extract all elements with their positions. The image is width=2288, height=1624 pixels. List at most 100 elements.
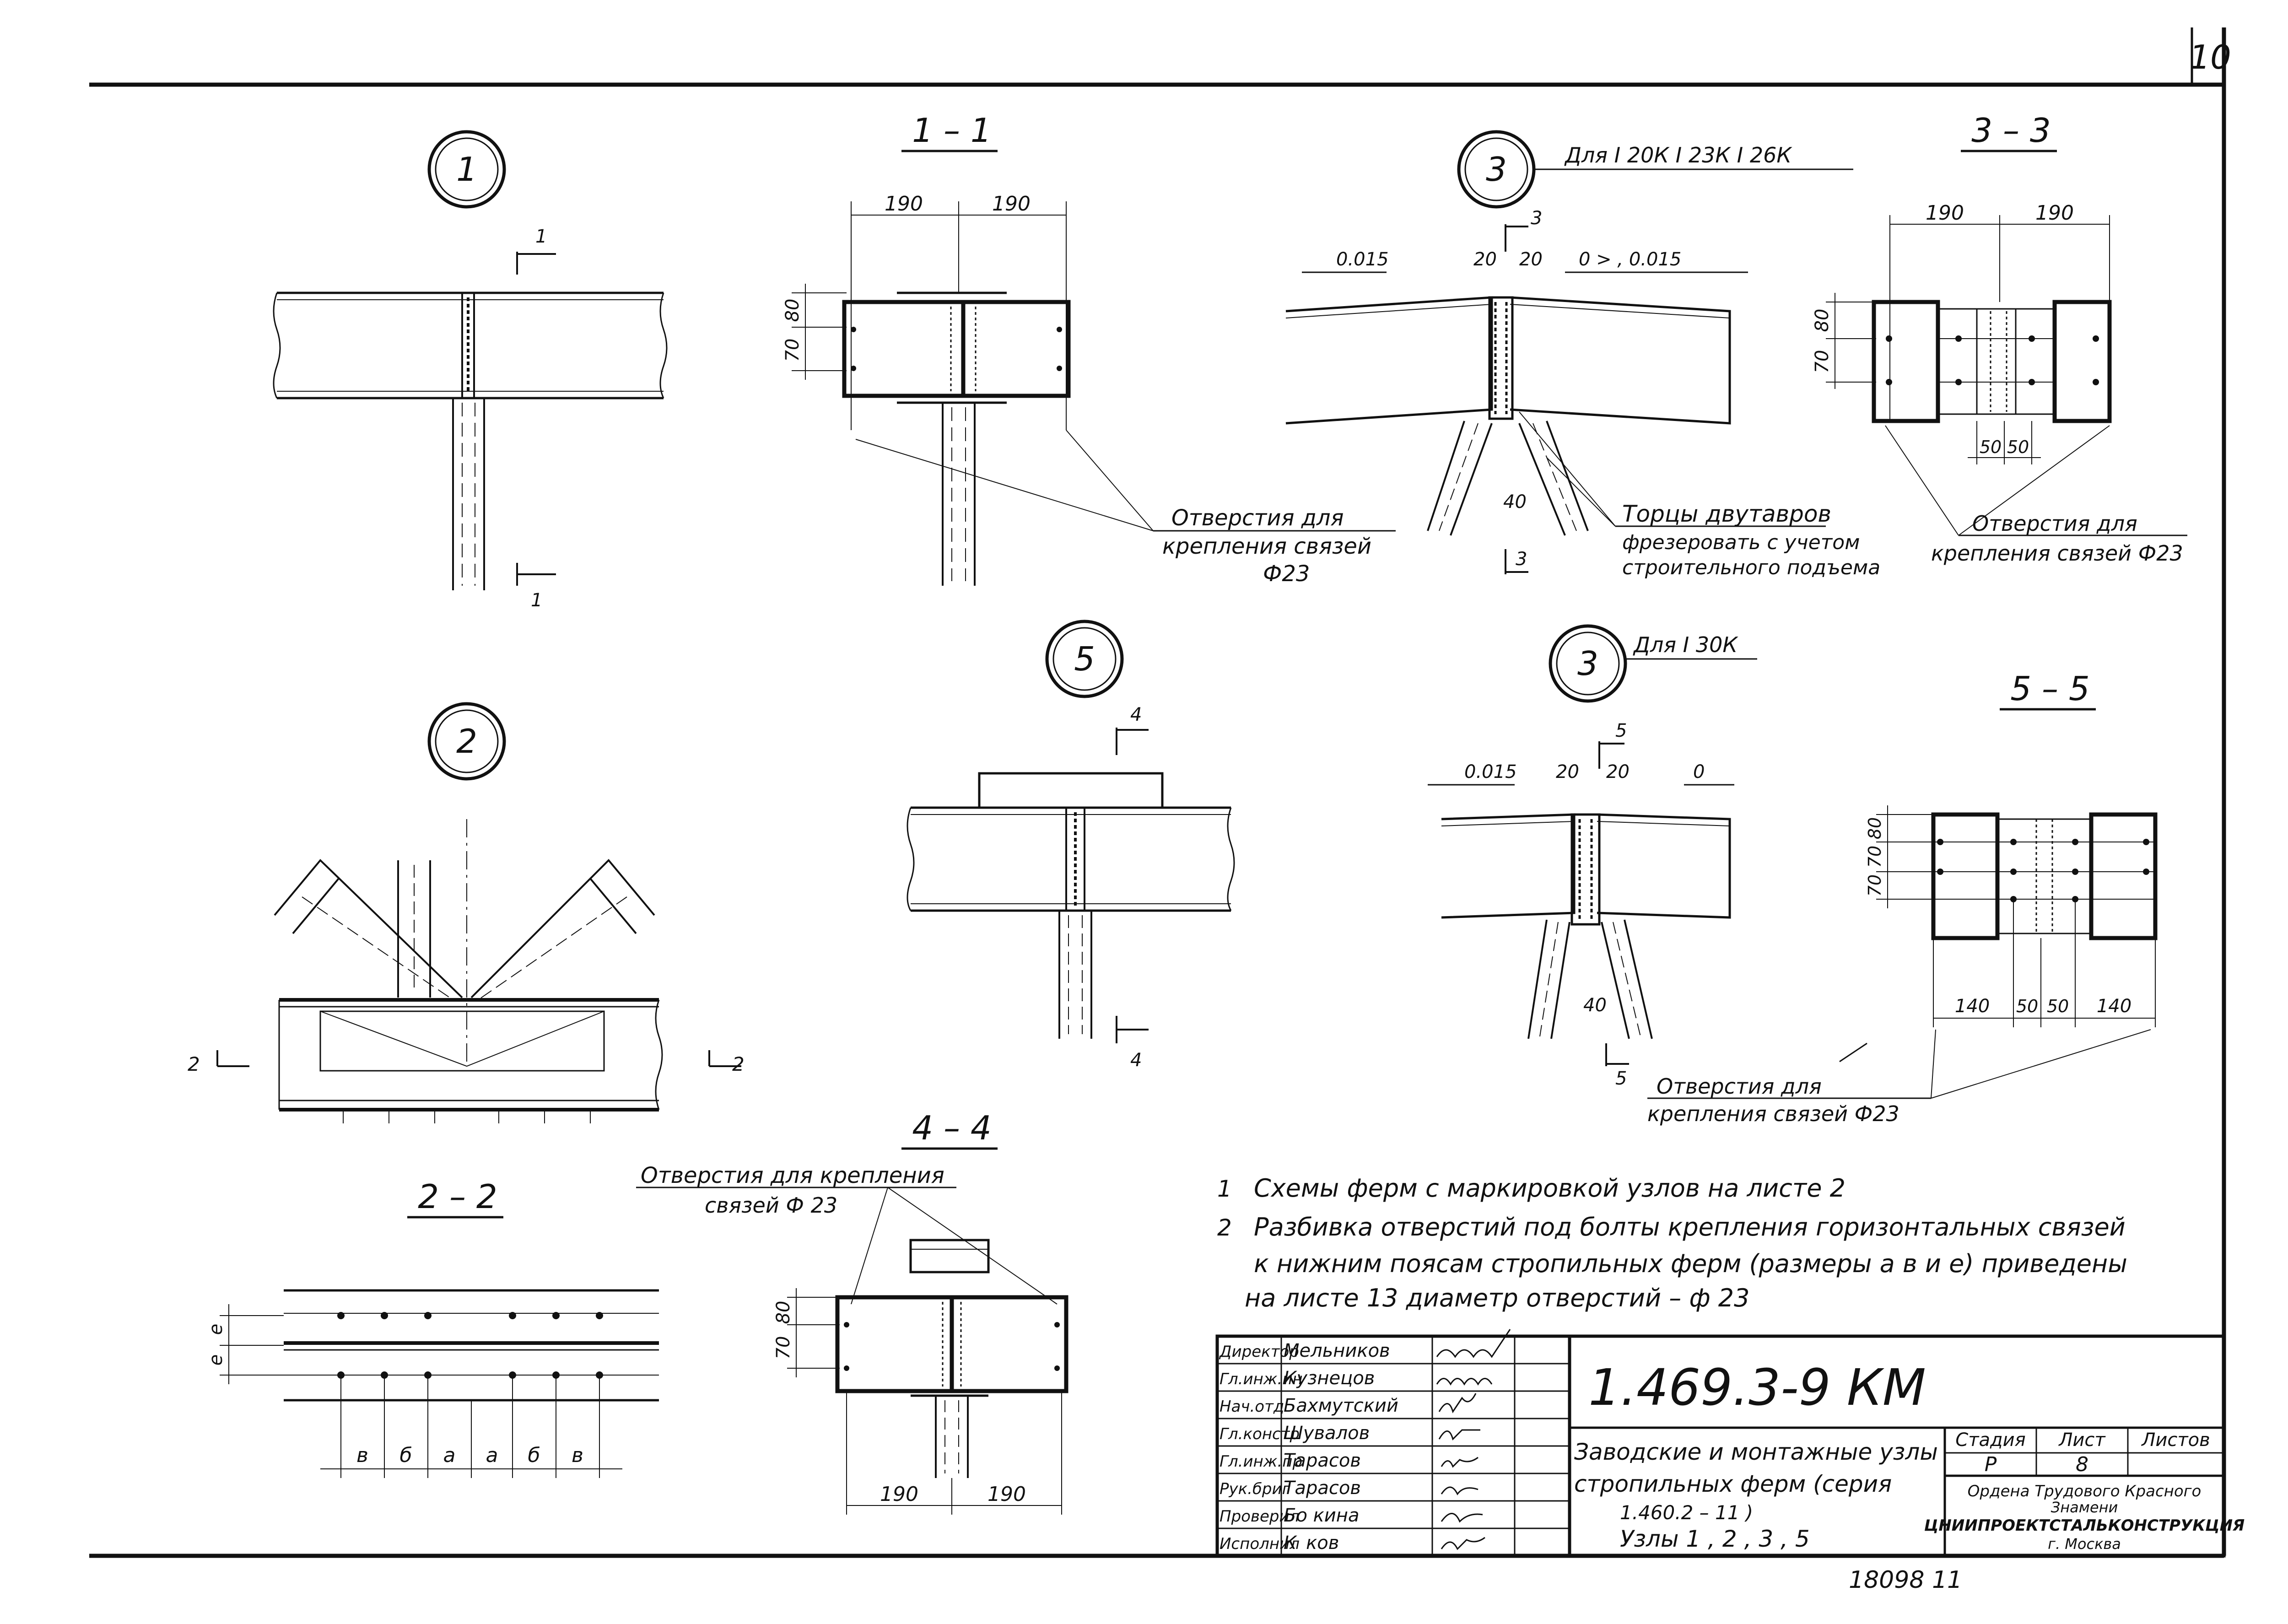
cut-1-top-label: 1 — [535, 226, 547, 247]
tb-val-sheet: 8 — [2076, 1453, 2088, 1476]
holes-b-label-2: крепления связей Ф23 — [1931, 541, 2183, 566]
dim-70-44: 70 — [773, 1336, 794, 1360]
tb-hdr-sheet: Лист — [2058, 1430, 2106, 1451]
archive-number: 18098 11 — [1849, 1566, 1962, 1594]
slope-right-3b: 0 — [1693, 761, 1705, 782]
tb-desc-3: 1.460.2 – 11 ) — [1620, 1501, 1753, 1524]
node-2-marker: 2 — [456, 722, 477, 761]
dim-190-44-right: 190 — [988, 1483, 1026, 1506]
note-2-number: 2 — [1217, 1214, 1232, 1241]
cut-4-bottom: 4 — [1130, 1050, 1142, 1071]
dim-70b-55: 70 — [1865, 874, 1885, 896]
cut-5-top: 5 — [1615, 720, 1627, 741]
series-code: 1.469.3-9 КМ — [1588, 1358, 1926, 1417]
dim-190-33-left: 190 — [1926, 201, 1964, 225]
section-1-1-title: 1 – 1 — [912, 111, 991, 150]
section-3-3-title: 3 – 3 — [1971, 111, 2051, 150]
tb-role-4: Гл.инж.пр — [1220, 1452, 1302, 1471]
dim-190-44-left: 190 — [880, 1483, 918, 1506]
dim-b-1: б — [399, 1444, 412, 1467]
dim-v-1: в — [356, 1444, 368, 1467]
holes-d-label-2: связей Ф 23 — [705, 1193, 837, 1218]
tb-org-1: Ордена Трудового Красного — [1968, 1482, 2202, 1500]
cut-3-top: 3 — [1531, 208, 1542, 229]
dim-140-right: 140 — [2097, 996, 2132, 1017]
dim-190-left: 190 — [885, 192, 923, 216]
holes-b-label-1: Отверстия для — [1972, 511, 2137, 536]
dim-e-bottom: е — [205, 1354, 227, 1366]
note-2-line-2: к нижним поясам стропильных ферм (размер… — [1254, 1249, 2127, 1278]
tb-role-2: Нач.отд — [1220, 1397, 1284, 1416]
dim-140-left: 140 — [1955, 996, 1990, 1017]
cut-5-bottom: 5 — [1615, 1068, 1627, 1089]
section-5-5-title: 5 – 5 — [2010, 669, 2089, 708]
section-4-4-view: 4 – 4 Отверстия для крепления связей Ф 2… — [636, 1109, 1068, 1515]
signatures — [1436, 1329, 1511, 1550]
holes-c-label-1: Отверстия для — [1657, 1074, 1822, 1099]
tb-name-1: Кузнецов — [1284, 1368, 1375, 1389]
dim-40-3b: 40 — [1583, 995, 1607, 1016]
cut-1-bottom-label: 1 — [531, 590, 542, 611]
section-2-2-title: 2 – 2 — [418, 1177, 497, 1216]
dim-50-left: 50 — [2016, 996, 2038, 1016]
dim-190-right: 190 — [992, 192, 1031, 216]
dim-80-44: 80 — [773, 1301, 794, 1324]
holes-a-label-1: Отверстия для — [1171, 505, 1344, 531]
ends-label-1: Торцы двутавров — [1622, 501, 1831, 527]
tb-name-3: Шувалов — [1284, 1423, 1370, 1444]
tb-name-7: К ков — [1284, 1532, 1339, 1554]
dim-70: 70 — [782, 339, 803, 362]
dim-50a-33: 50 — [1980, 437, 2002, 457]
dim-50-right: 50 — [2047, 996, 2069, 1016]
tb-hdr-sheets: Листов — [2141, 1430, 2210, 1451]
note-2-line-1: Разбивка отверстий под болты крепления г… — [1254, 1213, 2126, 1241]
section-1-1-view: 1 – 1 190 190 80 70 Отверстия для — [782, 111, 1396, 587]
dim-20c: 20 — [1556, 761, 1579, 782]
tb-role-3: Гл.констр — [1220, 1425, 1300, 1443]
dim-e-top: е — [205, 1324, 227, 1335]
section-2-2-view: 2 – 2 е е в б а а б в — [205, 1177, 659, 1478]
tb-desc-4: Узлы 1 , 2 , 3 , 5 — [1620, 1526, 1810, 1552]
holes-a-label-2: крепления связей — [1162, 534, 1371, 559]
tb-val-stage: Р — [1985, 1453, 1997, 1476]
cut-3-bottom: 3 — [1516, 549, 1527, 570]
section-5-5-view: 5 – 5 80 70 70 140 50 50 140 — [1647, 669, 2158, 1126]
dim-80-55: 80 — [1865, 817, 1885, 839]
tb-name-0: Мельников — [1284, 1340, 1390, 1361]
dim-70-33: 70 — [1812, 350, 1833, 373]
dim-40-3a: 40 — [1503, 491, 1527, 513]
tb-role-7: Исполнил — [1220, 1535, 1300, 1553]
tb-name-2: Бахмутский — [1284, 1395, 1398, 1416]
tb-hdr-stage: Стадия — [1955, 1430, 2025, 1451]
node-5-marker: 5 — [1074, 640, 1095, 678]
tb-org-2: Знамени — [2051, 1499, 2118, 1516]
dim-80: 80 — [782, 299, 803, 322]
tb-desc-1: Заводские и монтажные узлы — [1574, 1439, 1938, 1465]
node-3b-note: Для I 30К — [1633, 632, 1738, 657]
tb-org-4: г. Москва — [2048, 1535, 2121, 1553]
dim-80-33: 80 — [1812, 309, 1833, 332]
general-notes: 1 Схемы ферм с маркировкой узлов на лист… — [1217, 1174, 2127, 1312]
section-3-3-view: 3 – 3 190 190 80 70 50 50 О — [1812, 111, 2187, 566]
dim-70a-55: 70 — [1865, 846, 1885, 868]
holes-c-label-2: крепления связей Ф23 — [1647, 1101, 1899, 1126]
holes-a-label-3: Ф23 — [1263, 561, 1310, 587]
dim-20a: 20 — [1473, 249, 1497, 270]
sheet-frame: 10 — [89, 27, 2231, 1558]
tb-name-5: Тарасов — [1284, 1478, 1361, 1499]
node-3a-view: 3 Для I 20К I 23К I 26К 3 0.015 0 > , 0.… — [1285, 130, 1880, 579]
cut-2-left: 2 — [188, 1053, 200, 1075]
tb-name-4: Тарасов — [1284, 1450, 1361, 1471]
tb-role-0: Директор — [1219, 1343, 1299, 1361]
slope-right-3a: 0 > , 0.015 — [1579, 249, 1681, 270]
cut-4-top: 4 — [1130, 704, 1142, 725]
page-number: 10 — [2189, 38, 2231, 76]
ends-label-3: строительного подъема — [1622, 556, 1880, 579]
node-1-marker: 1 — [456, 150, 477, 189]
tb-org-3: ЦНИИПРОЕКТСТАЛЬКОНСТРУКЦИЯ — [1924, 1516, 2245, 1535]
note-1-number: 1 — [1217, 1176, 1232, 1202]
dim-a-1: а — [443, 1444, 456, 1467]
note-1-text: Схемы ферм с маркировкой узлов на листе … — [1254, 1174, 1846, 1203]
dim-20b: 20 — [1519, 249, 1543, 270]
